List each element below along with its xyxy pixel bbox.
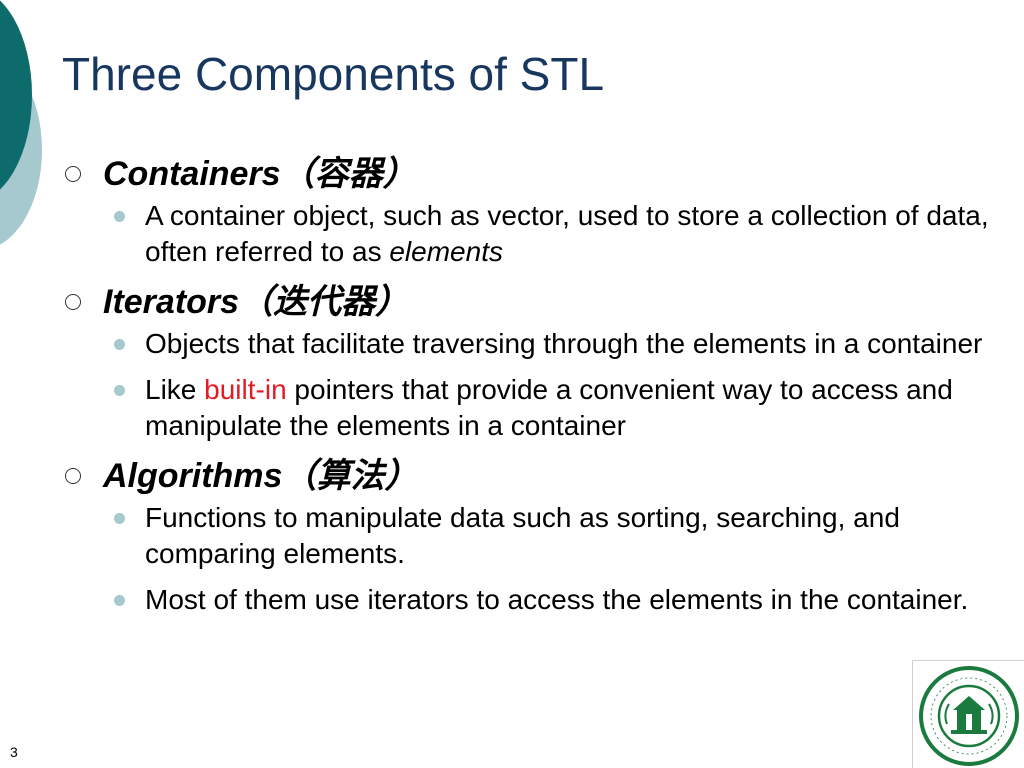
university-logo [912, 660, 1024, 768]
bullet-item-label: Algorithms（算法） [103, 457, 419, 495]
filled-dot-bullet-icon [114, 339, 125, 350]
highlighted-text: built-in [204, 374, 287, 405]
emphasized-text: elements [389, 236, 503, 267]
slide-number: 3 [10, 744, 18, 760]
sub-bullet-text: Like [145, 374, 205, 405]
sub-bullet-item: A container object, such as vector, used… [62, 198, 992, 270]
bullet-item: Containers（容器） [62, 152, 992, 196]
bullet-item-label: Iterators（迭代器） [103, 283, 410, 321]
bullet-item: Iterators（迭代器） [62, 280, 992, 324]
hollow-circle-bullet-icon [65, 166, 81, 182]
sub-bullet-text: A container object, such as vector, used… [145, 200, 989, 267]
sub-bullet-list: Functions to manipulate data such as sor… [62, 500, 992, 618]
university-seal-icon [919, 666, 1019, 766]
sub-bullet-text: Functions to manipulate data such as sor… [145, 502, 900, 569]
bullet-item: Algorithms（算法） [62, 454, 992, 498]
filled-dot-bullet-icon [114, 513, 125, 524]
filled-dot-bullet-icon [114, 595, 125, 606]
sub-bullet-text: Objects that facilitate traversing throu… [145, 328, 983, 359]
sub-bullet-list: Objects that facilitate traversing throu… [62, 326, 992, 444]
corner-decoration [0, 0, 42, 245]
filled-dot-bullet-icon [114, 385, 125, 396]
hollow-circle-bullet-icon [65, 468, 81, 484]
slide-content: Containers（容器） A container object, such a… [62, 148, 992, 628]
sub-bullet-item: Objects that facilitate traversing throu… [62, 326, 992, 362]
sub-bullet-text: Most of them use iterators to access the… [145, 584, 969, 615]
sub-bullet-text: pointers that provide a convenient way t… [145, 374, 953, 441]
filled-dot-bullet-icon [114, 211, 125, 222]
slide-title: Three Components of STL [62, 48, 605, 100]
sub-bullet-list: A container object, such as vector, used… [62, 198, 992, 270]
hollow-circle-bullet-icon [65, 294, 81, 310]
bullet-item-label: Containers（容器） [103, 155, 417, 193]
sub-bullet-item: Like built-in pointers that provide a co… [62, 372, 992, 444]
sub-bullet-item: Functions to manipulate data such as sor… [62, 500, 992, 572]
sub-bullet-item: Most of them use iterators to access the… [62, 582, 992, 618]
